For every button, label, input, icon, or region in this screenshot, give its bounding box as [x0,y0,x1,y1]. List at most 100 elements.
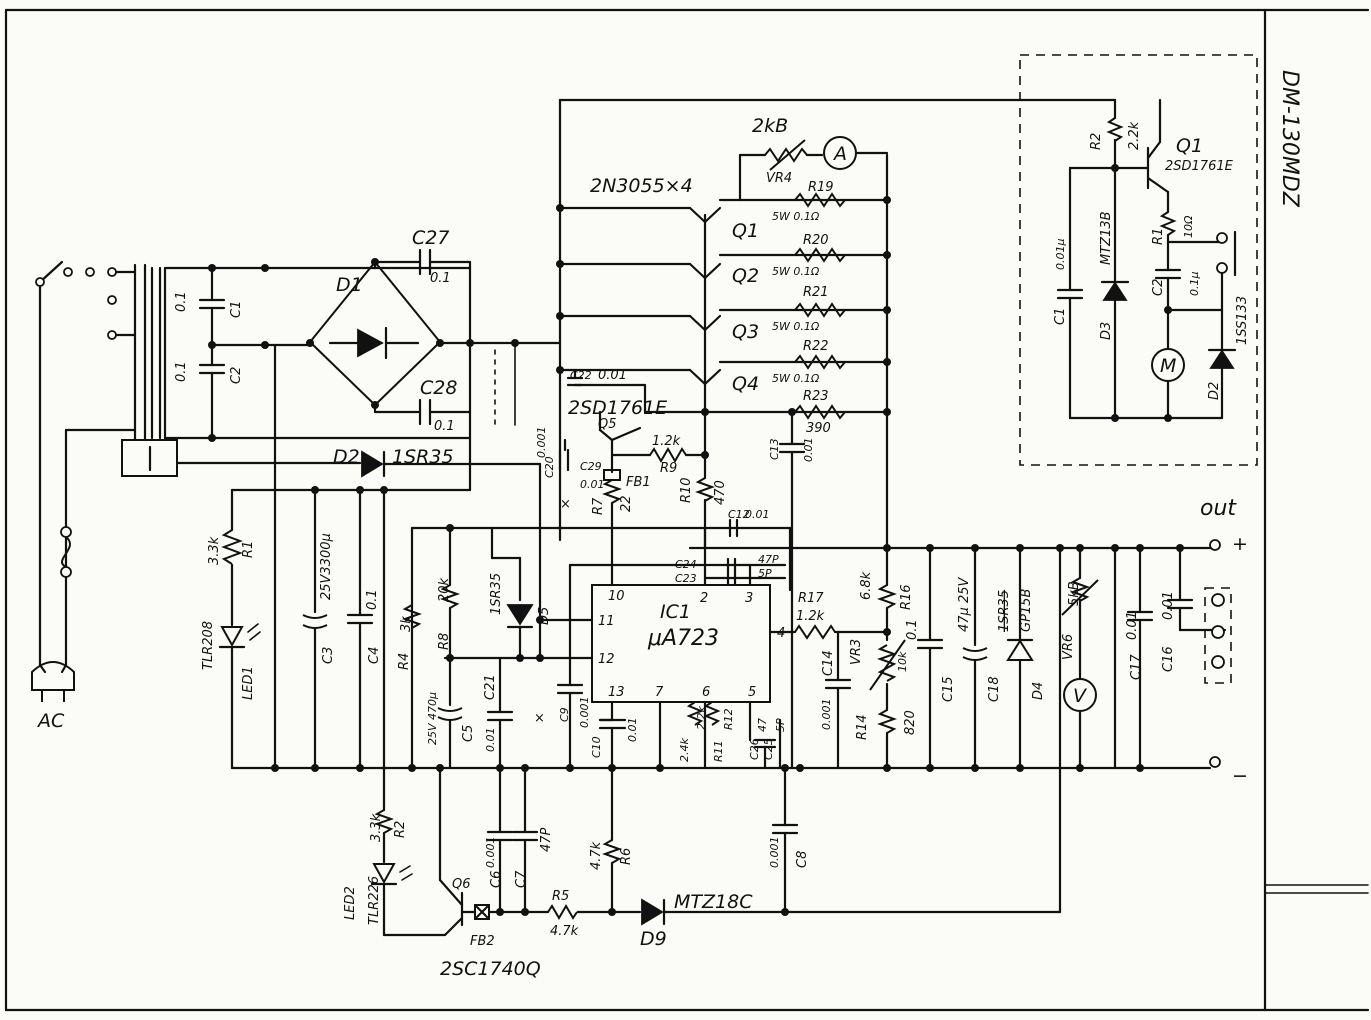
r16-label: R16 [899,584,914,610]
r22-label: R22 [803,339,829,354]
r12-value: 2.2k [695,706,708,730]
c6-value: 0.001 [484,837,497,869]
c16-label: C16 [1161,646,1176,672]
c15-label: C15 [941,676,956,702]
c4-label: C4 [367,647,382,664]
q5-part: 2SD1761E [568,397,667,419]
r9-label: R9 [660,461,677,476]
r4-value: 3k [399,616,414,632]
pin6: 6 [702,685,710,700]
pin3: 3 [745,591,753,606]
d9-label: D9 [640,928,667,950]
fan-d2-label: D2 [1207,382,1222,400]
c14-label: C14 [821,650,836,676]
q1-label: Q1 [732,220,759,242]
c29-label: C29 [580,460,602,473]
c25-value: 5P [774,718,787,732]
c22-value: 0.01 [598,368,627,383]
fan-q1-part: 2SD1761E [1165,159,1234,174]
pin2: 2 [700,591,708,606]
model-title: DM-130MDZ [1277,70,1302,208]
c20-value: 0.001 [535,427,548,459]
c23-label: C23 [675,572,697,585]
fan-c2-label: C2 [1151,279,1166,296]
ic1-label: IC1 [660,601,691,623]
d5-label: D5 [537,607,552,625]
c8-label: C8 [795,851,810,868]
led2-value: TLR226 [367,876,382,925]
c2-label: C2 [229,367,244,384]
r16-value: 6.8k [859,571,874,600]
c8-value: 0.001 [768,837,781,869]
c17-value: 0.01 [1125,611,1140,640]
d9-value: MTZ18C [674,891,753,913]
c29-value: 0.01 [580,478,605,491]
q3-label: Q3 [732,321,759,343]
c9-label: C9 [558,707,571,722]
x-mark-1: × [560,497,571,512]
c24-label: C24 [675,558,697,571]
voltmeter-symbol: V [1073,685,1088,707]
r17-label: R17 [798,591,824,606]
pin5: 5 [748,685,756,700]
q5-label: Q5 [598,417,617,432]
fan-q1-label: Q1 [1176,135,1203,157]
c4-value: 0.1 [365,589,380,610]
vr6-label: VR6 [1061,634,1076,660]
ac-input-section [31,260,137,702]
r2-label: R2 [393,821,408,838]
d2-aux-supply [121,439,542,522]
c22-label: C22 [570,369,592,382]
vr3-value: 10k [896,651,909,672]
ammeter-symbol: A [832,143,847,165]
sheet-frame [4,8,1370,1012]
r9-value: 1.2k [652,434,681,449]
negative-rail [230,756,1221,772]
r19-label: R19 [808,180,834,195]
c23-value: 5P [758,567,772,580]
pin4: 4 [777,626,785,641]
led2-label: LED2 [343,886,358,920]
led1-label: LED1 [241,666,256,700]
r6-label: R6 [619,848,634,865]
r21-value: 5W 0.1Ω [772,320,820,333]
out-plus: + [1232,533,1248,555]
c16-value: 0.01 [1161,591,1176,620]
fan-r1-value: 10Ω [1182,215,1195,238]
fb2-label: FB2 [470,934,495,949]
c3-label: C3 [321,647,336,664]
c21-label: C21 [483,674,498,700]
fan-d3-value: MTZ13B [1099,211,1114,265]
q6-part: 2SC1740Q [440,958,541,980]
fan-c1-value: 0.01μ [1054,239,1067,271]
fan-r2-value: 2.2k [1127,121,1142,150]
c1-label: C1 [229,301,244,318]
c15-value: 0.1 [905,619,920,640]
c20-label: C20 [543,456,556,478]
pin7: 7 [655,685,664,700]
out-minus: − [1232,765,1248,787]
c6-label: C6 [489,871,504,888]
r11-label: R11 [712,740,725,762]
r23-label: R23 [803,389,829,404]
fan-r1-label: R1 [1151,228,1166,245]
r4-label: R4 [397,653,412,670]
vr3-label: VR3 [849,639,864,665]
d4-label: D4 [1031,682,1046,700]
c25-label: C25 [762,738,775,760]
pin12: 12 [598,652,615,667]
c18-label: C18 [987,676,1002,702]
ic1-ua723 [443,518,797,770]
r2-value: 3.3k [369,813,384,842]
c13-value: 0.01 [802,438,815,463]
reference-network [402,524,707,770]
c21-value: 0.01 [484,728,497,753]
r7-label: R7 [591,497,606,515]
fan-d3-label: D3 [1099,322,1114,340]
transistor-bank-label: 2N3055×4 [590,175,693,197]
c13-label: C13 [768,438,781,460]
c26-label: C26 [748,738,761,760]
r11-value: 2.4k [678,738,691,762]
